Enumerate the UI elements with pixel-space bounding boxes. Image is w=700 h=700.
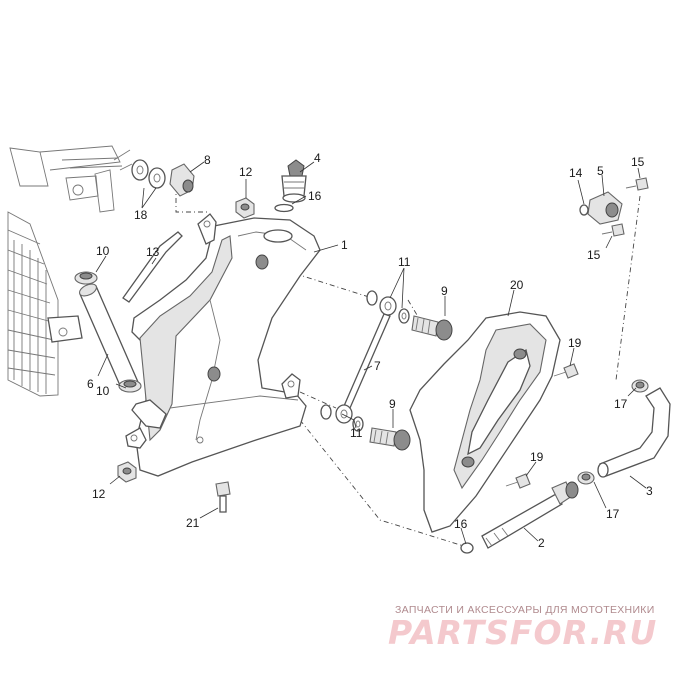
callout-12-upper: 12 <box>239 165 253 179</box>
callout-5: 5 <box>597 164 604 178</box>
callout-19-lower: 19 <box>530 450 544 464</box>
part-5-fitting <box>587 191 623 225</box>
callout-8: 8 <box>204 153 211 167</box>
callout-16-upper: 16 <box>308 189 322 203</box>
frame-bracket <box>9 145 133 213</box>
callout-19-upper: 19 <box>568 336 582 350</box>
part-17-clamp-upper <box>631 379 649 393</box>
part-16-oring-lower <box>460 542 474 554</box>
part-20-cover <box>409 311 561 533</box>
part-12-nut-upper <box>235 197 255 219</box>
part-6-hose <box>79 283 139 391</box>
callout-7: 7 <box>374 359 381 373</box>
part-19-screw-upper <box>553 363 579 379</box>
part-3-elbow-hose <box>597 387 671 478</box>
callout-11-lower: 11 <box>350 426 363 440</box>
part-8-rubber-mount <box>169 163 195 197</box>
part-4-filler-cap <box>281 159 307 203</box>
callout-12-lower: 12 <box>92 487 106 501</box>
part-1-expansion-tank <box>125 213 321 477</box>
watermark-caption: ЗАПЧАСТИ И АКСЕССУАРЫ ДЛЯ МОТОТЕХНИКИ <box>395 604 655 616</box>
callout-6: 6 <box>87 377 94 391</box>
callout-9-upper: 9 <box>441 284 448 298</box>
callout-13: 13 <box>146 245 160 259</box>
watermark-logo: PARTSFOR.RU <box>388 613 658 652</box>
leader-lines <box>95 161 647 545</box>
callout-20: 20 <box>510 278 524 292</box>
callout-17-lower: 17 <box>606 507 620 521</box>
part-13-breather-tube <box>122 231 183 303</box>
callout-16-lower: 16 <box>454 517 468 531</box>
part-10-clamp-lower <box>118 379 142 393</box>
part-12-nut-lower <box>117 461 137 483</box>
callout-2: 2 <box>538 536 545 550</box>
part-11-washers-upper <box>366 290 410 324</box>
callout-15-lower: 15 <box>587 248 601 262</box>
part-21-bolt <box>215 481 231 513</box>
part-2-long-bolt <box>481 481 579 549</box>
callout-10-lower: 10 <box>96 384 110 398</box>
callout-21: 21 <box>186 516 200 530</box>
part-15-bolt-upper <box>625 177 649 191</box>
part-15-bolt-lower <box>601 223 625 237</box>
part-16-oring-upper <box>274 203 294 213</box>
part-14-oring <box>579 204 589 216</box>
callout-18: 18 <box>134 208 148 222</box>
callout-17-upper: 17 <box>614 397 628 411</box>
part-10-clamp-upper <box>74 271 98 285</box>
callout-labels: 1 2 3 4 5 6 7 8 9 9 10 10 11 11 12 12 13… <box>87 151 653 550</box>
part-19-screw-lower <box>505 473 531 489</box>
callout-3: 3 <box>646 484 653 498</box>
part-18-washers <box>131 159 166 189</box>
callout-15-upper: 15 <box>631 155 645 169</box>
part-7-stay-rod <box>335 296 397 424</box>
callout-4: 4 <box>314 151 321 165</box>
callout-11-upper: 11 <box>398 255 411 269</box>
part-17-clamp-lower <box>577 471 595 485</box>
radiator <box>7 211 83 397</box>
callout-1: 1 <box>341 238 348 252</box>
part-9-bolt-upper <box>411 315 453 341</box>
callout-14: 14 <box>569 166 583 180</box>
callout-9-lower: 9 <box>389 397 396 411</box>
callout-10-upper: 10 <box>96 244 110 258</box>
part-9-bolt-lower <box>369 427 411 451</box>
